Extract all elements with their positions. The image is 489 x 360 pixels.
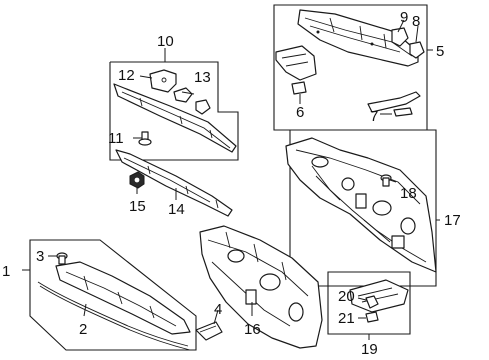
callout-7: 7 (370, 108, 378, 125)
callout-4: 4 (214, 301, 222, 318)
brace-4 (195, 321, 223, 341)
clip-21 (365, 311, 379, 323)
bolt-11 (138, 131, 152, 146)
callout-6: 6 (296, 104, 304, 121)
callout-9: 9 (400, 9, 408, 26)
clip-20 (365, 295, 379, 309)
cowl-bracket-6 (275, 45, 317, 95)
callout-12: 12 (118, 67, 135, 84)
cowl-top-panel (297, 9, 419, 67)
bracket-12 (149, 69, 177, 93)
callout-1: 1 (2, 263, 10, 280)
nut-15 (129, 171, 145, 189)
callout-11: 11 (108, 130, 124, 147)
callout-14: 14 (168, 201, 185, 218)
cowl-brace-7 (367, 91, 421, 117)
group-box-19 (327, 271, 411, 335)
callout-5: 5 (436, 43, 444, 60)
clip-9 (391, 27, 409, 47)
cowl-louver-10 (113, 83, 237, 153)
callout-2: 2 (79, 321, 87, 338)
callout-3: 3 (36, 248, 44, 265)
group-box-17 (289, 129, 437, 287)
bolt-18 (380, 174, 392, 187)
callout-10: 10 (157, 33, 174, 50)
callout-15: 15 (129, 198, 146, 215)
cowl-panel-1 (55, 261, 191, 335)
bracket-19 (349, 279, 409, 313)
callout-20: 20 (338, 288, 355, 305)
callout-16: 16 (244, 321, 261, 338)
cowl-extension-14 (115, 149, 233, 217)
callout-8: 8 (412, 13, 420, 30)
dash-panel-17 (285, 137, 437, 273)
screw-3 (56, 252, 68, 265)
clip-13 (173, 87, 211, 115)
callout-17: 17 (444, 212, 461, 229)
clip-8 (409, 41, 425, 59)
dash-insulator-16 (199, 225, 323, 349)
callout-19: 19 (361, 341, 378, 358)
group-box-1 (29, 239, 197, 351)
callout-13: 13 (194, 69, 211, 86)
callout-18: 18 (400, 185, 417, 202)
group-box-10 (109, 61, 239, 161)
callout-21: 21 (338, 310, 355, 327)
weatherstrip-2 (37, 281, 191, 351)
